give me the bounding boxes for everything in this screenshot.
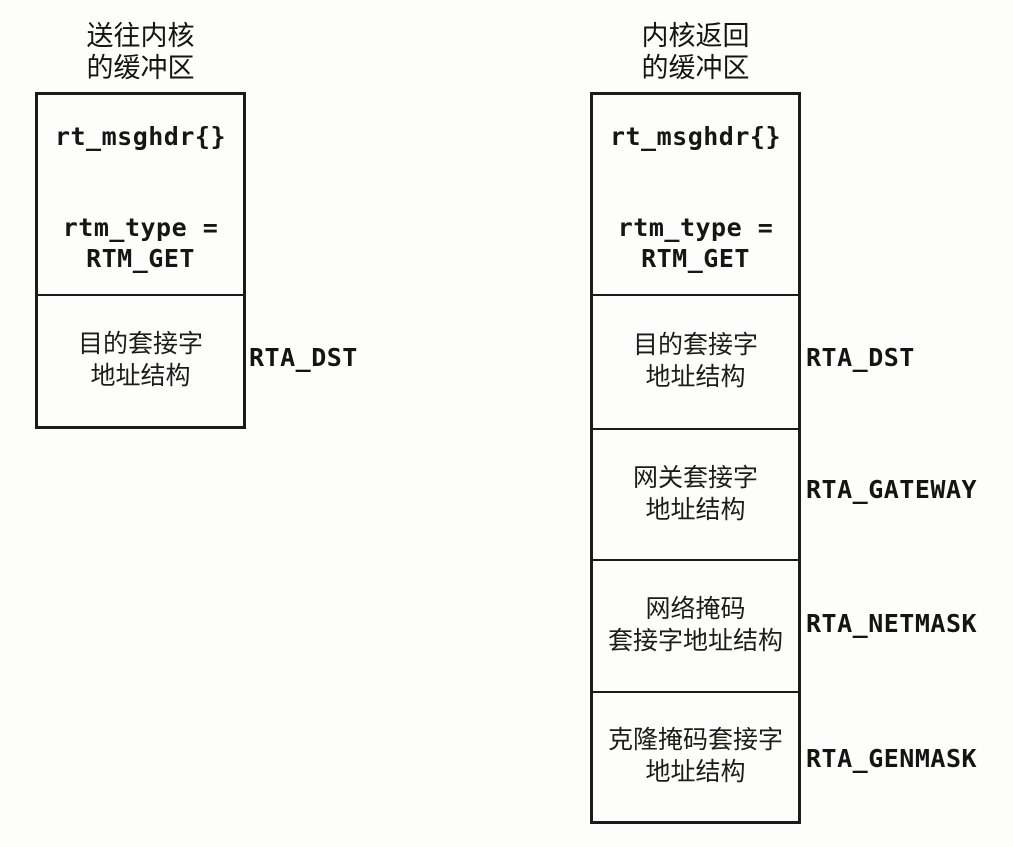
left-buffer-title: 送往内核 的缓冲区	[35, 20, 246, 84]
right-rtm-type-line: rtm_type =	[617, 213, 774, 242]
right-buffer-title-line2: 的缓冲区	[641, 53, 750, 83]
left-buffer-title-line2: 的缓冲区	[86, 53, 195, 83]
right-genmask-line2: 地址结构	[645, 759, 746, 786]
right-gateway-line2: 地址结构	[645, 496, 746, 524]
right-dst-line2: 地址结构	[645, 364, 746, 391]
left-struct-name: rt_msghdr{}	[54, 122, 227, 151]
right-buffer-title-line1: 内核返回	[641, 21, 750, 51]
left-rta-dst-section: 目的套接字 地址结构	[38, 294, 243, 426]
left-dst-line2: 地址结构	[90, 363, 191, 390]
right-rta-netmask-label: RTA_NETMASK	[806, 609, 978, 638]
right-rta-genmask-label: RTA_GENMASK	[806, 744, 978, 773]
right-rta-dst-label: RTA_DST	[806, 343, 915, 372]
right-dst-line1: 目的套接字	[632, 332, 758, 359]
left-buffer-box: rt_msghdr{} rtm_type = RTM_GET 目的套接字 地址结…	[35, 92, 246, 429]
right-rta-gateway-section: 网关套接字 地址结构	[593, 428, 798, 559]
left-msghdr-section: rt_msghdr{} rtm_type = RTM_GET	[38, 95, 243, 294]
right-netmask-line2: 套接字地址结构	[607, 628, 783, 655]
left-rtm-type-line: rtm_type =	[62, 213, 219, 242]
right-msghdr-section: rt_msghdr{} rtm_type = RTM_GET	[593, 95, 798, 294]
right-rta-gateway-label: RTA_GATEWAY	[806, 475, 978, 504]
right-gateway-line1: 网关套接字	[632, 464, 758, 492]
right-rta-netmask-section: 网络掩码 套接字地址结构	[593, 559, 798, 691]
left-rta-dst-label: RTA_DST	[249, 343, 358, 372]
right-struct-name: rt_msghdr{}	[609, 122, 782, 151]
right-buffer-box: rt_msghdr{} rtm_type = RTM_GET 目的套接字 地址结…	[590, 92, 801, 824]
left-buffer-title-line1: 送往内核	[86, 21, 195, 51]
right-rta-dst-section: 目的套接字 地址结构	[593, 294, 798, 428]
right-buffer-title: 内核返回 的缓冲区	[590, 20, 801, 84]
left-dst-line1: 目的套接字	[77, 331, 203, 358]
right-genmask-line1: 克隆掩码套接字	[607, 727, 783, 754]
right-netmask-line1: 网络掩码	[645, 596, 746, 623]
right-rta-genmask-section: 克隆掩码套接字 地址结构	[593, 691, 798, 821]
right-rtm-get-line: RTM_GET	[641, 244, 750, 273]
left-rtm-get-line: RTM_GET	[86, 244, 195, 273]
